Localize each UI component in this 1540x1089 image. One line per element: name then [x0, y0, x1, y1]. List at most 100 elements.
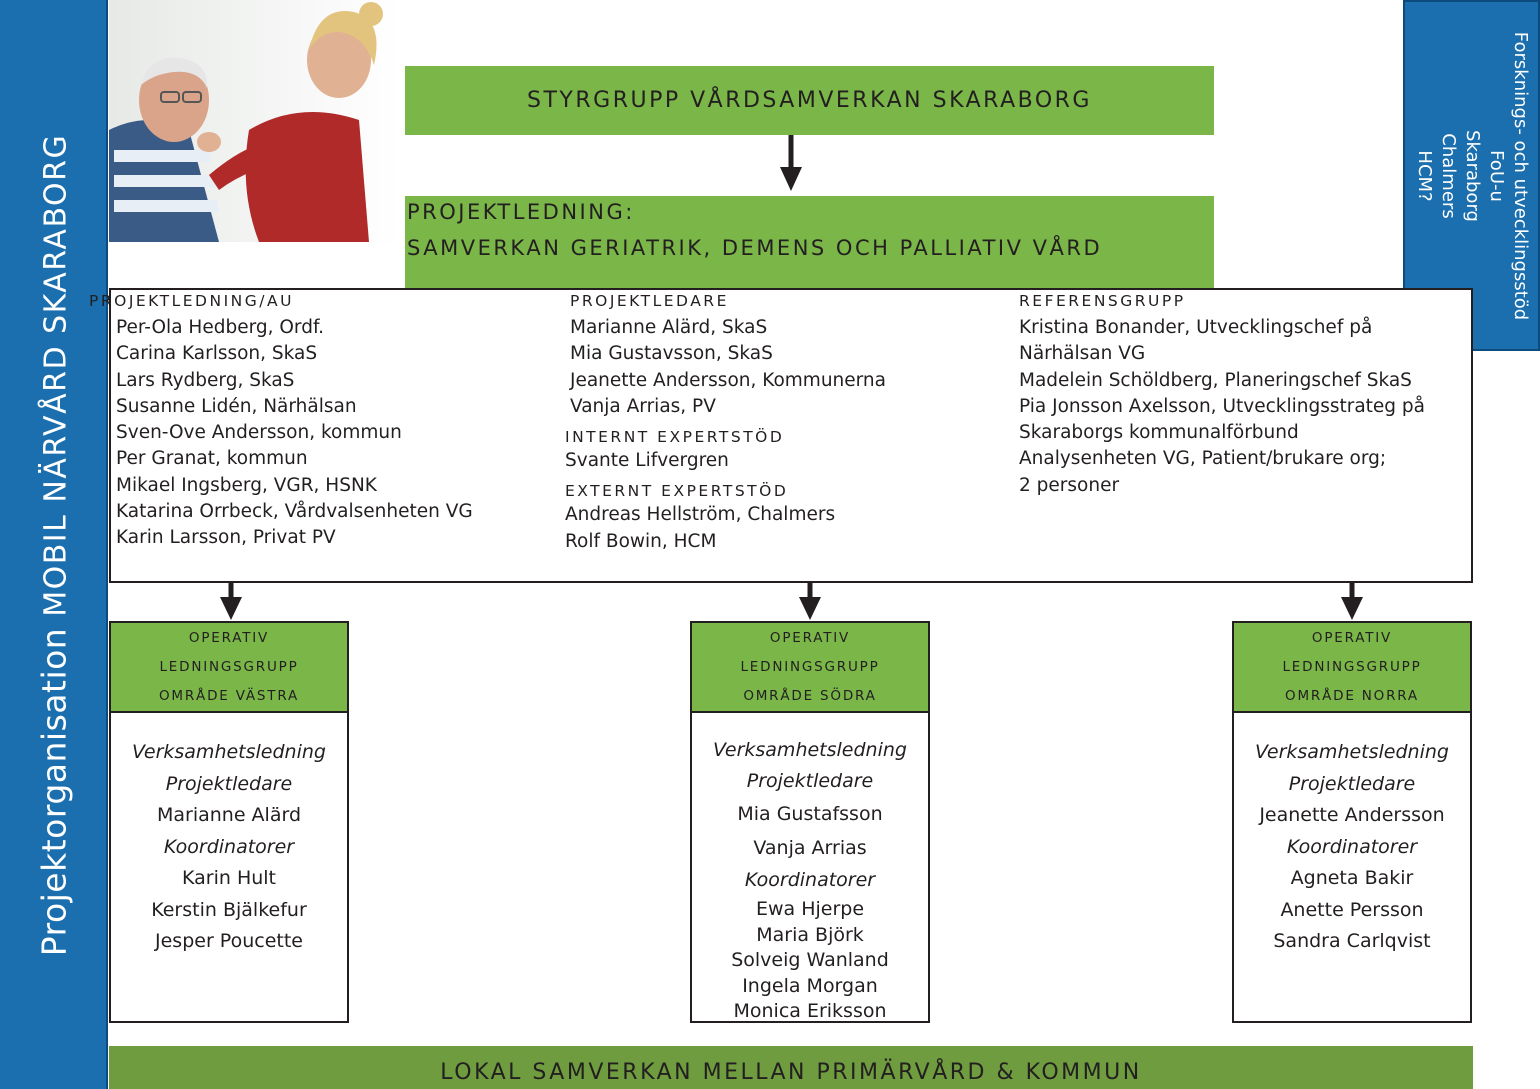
operativ-header-line: LEDNINGSGRUPP: [159, 658, 299, 675]
operativ-header-line: OMRÅDE SÖDRA: [743, 687, 877, 704]
member-item: Lars Rydberg, SkaS: [116, 369, 295, 391]
member-item: Jeanette Andersson, Kommunerna: [570, 369, 886, 391]
operativ-box-norra: OPERATIV LEDNINGSGRUPP OMRÅDE NORRA Verk…: [1232, 621, 1472, 1023]
member-item: Per-Ola Hedberg, Ordf.: [116, 317, 324, 338]
side-title-caps: MOBIL NÄRVÅRD SKARABORG: [38, 133, 74, 617]
projektledning-box: PROJEKTLEDNING: SAMVERKAN GERIATRIK, DEM…: [405, 196, 1214, 288]
person-name: Vanja Arrias: [753, 837, 867, 859]
member-item: Vanja Arrias, PV: [570, 395, 716, 417]
member-item: Skaraborgs kommunalförbund: [1019, 422, 1299, 444]
arrow-down-icon: [799, 583, 821, 620]
member-item: Analysenheten VG, Patient/brukare org;: [1019, 448, 1387, 470]
column-header: PROJEKTLEDARE: [570, 292, 729, 310]
operativ-header-line: LEDNINGSGRUPP: [740, 658, 880, 675]
projektledning-line2: SAMVERKAN GERIATRIK, DEMENS OCH PALLIATI…: [407, 236, 1103, 260]
styrgrupp-label: STYRGRUPP VÅRDSAMVERKAN SKARABORG: [527, 88, 1092, 113]
operativ-header: OPERATIV LEDNINGSGRUPP OMRÅDE NORRA: [1234, 623, 1470, 713]
person-name: Kerstin Bjälkefur: [151, 898, 307, 921]
person-name: Jeanette Andersson: [1259, 804, 1445, 826]
main-box: [109, 288, 1473, 583]
operativ-header-line: OPERATIV: [1311, 629, 1393, 646]
fou-line: Forsknings- och utvecklingsstöd: [1509, 31, 1531, 320]
bottom-band: LOKAL SAMVERKAN MELLAN PRIMÄRVÅRD & KOMM…: [109, 1046, 1473, 1089]
member-list: Kristina Bonander, Utvecklingschef på Nä…: [1019, 315, 1459, 499]
operativ-box-vastra: OPERATIV LEDNINGSGRUPP OMRÅDE VÄSTRA Ver…: [109, 621, 349, 1023]
column-projektledning-au: PROJEKTLEDNING/AU Per-Ola Hedberg, Ordf.…: [89, 290, 529, 552]
fou-line: Chalmers: [1437, 132, 1459, 219]
role-label: Verksamhetsledning: [713, 739, 907, 761]
fou-line: Skaraborg: [1461, 129, 1483, 222]
member-item: Katarina Orrbeck, Vårdvalsenheten VG: [116, 501, 473, 523]
fou-line: FoU-u: [1485, 149, 1507, 202]
side-title-normal: Projektorganisation: [34, 627, 74, 957]
arrow-down-icon: [780, 135, 802, 191]
member-item: Andreas Hellström, Chalmers: [565, 504, 836, 526]
member-item: Susanne Lidén, Närhälsan: [116, 395, 357, 417]
styrgrupp-box: STYRGRUPP VÅRDSAMVERKAN SKARABORG: [405, 66, 1214, 135]
person-name: Maria Björk: [756, 923, 864, 946]
person-name: Sandra Carlqvist: [1273, 930, 1431, 952]
person-name: Anette Persson: [1280, 898, 1424, 921]
role-label: Projektledare: [1288, 772, 1416, 795]
operativ-header-line: LEDNINGSGRUPP: [1282, 658, 1422, 675]
operativ-body: Verksamhetsledning Projektledare Jeanett…: [1234, 713, 1470, 958]
fou-line: HCM?: [1413, 149, 1435, 202]
role-label: Verksamhetsledning: [132, 741, 326, 763]
photo: [109, 0, 400, 242]
member-item: Mia Gustavsson, SkaS: [570, 343, 773, 365]
internt-header: INTERNT EXPERTSTÖD: [565, 428, 785, 447]
side-title: Projektorganisation MOBIL NÄRVÅRD SKARAB…: [35, 134, 74, 956]
member-item: Närhälsan VG: [1019, 343, 1146, 365]
fou-text: Forsknings- och utvecklingsstöd FoU-u Sk…: [1412, 31, 1532, 319]
person-name: Jesper Poucette: [155, 930, 303, 952]
role-label: Koordinatorer: [163, 835, 295, 858]
projektledning-line1: PROJEKTLEDNING:: [407, 200, 635, 224]
member-item: Sven-Ove Andersson, kommun: [116, 422, 402, 444]
member-item: Madelein Schöldberg, Planeringschef SkaS: [1019, 369, 1412, 391]
role-label: Koordinatorer: [744, 869, 876, 891]
member-item: Rolf Bowin, HCM: [565, 530, 717, 552]
person-name: Ingela Morgan: [742, 974, 878, 997]
member-list: Per-Ola Hedberg, Ordf. Carina Karlsson, …: [116, 315, 529, 552]
column-header: REFERENSGRUPP: [1019, 292, 1186, 310]
operativ-header: OPERATIV LEDNINGSGRUPP OMRÅDE VÄSTRA: [111, 623, 347, 713]
role-label: Verksamhetsledning: [1255, 741, 1449, 763]
operativ-header-line: OPERATIV: [769, 629, 851, 646]
member-item: Kristina Bonander, Utvecklingschef på: [1019, 317, 1373, 338]
arrow-down-icon: [1341, 583, 1363, 620]
side-band: Projektorganisation MOBIL NÄRVÅRD SKARAB…: [0, 0, 108, 1089]
member-list: Marianne Alärd, SkaS Mia Gustavsson, Ska…: [570, 315, 985, 420]
operativ-header: OPERATIV LEDNINGSGRUPP OMRÅDE SÖDRA: [692, 623, 928, 713]
column-header: PROJEKTLEDNING/AU: [89, 292, 294, 310]
operativ-body: Verksamhetsledning Projektledare Mia Gus…: [692, 713, 928, 1025]
column-referensgrupp: REFERENSGRUPP Kristina Bonander, Utveckl…: [1019, 290, 1459, 499]
person-name: Karin Hult: [182, 867, 276, 889]
role-label: Projektledare: [165, 772, 293, 795]
role-label: Projektledare: [746, 770, 874, 792]
operativ-header-line: OMRÅDE NORRA: [1285, 687, 1419, 704]
column-projektledare: PROJEKTLEDARE Marianne Alärd, SkaS Mia G…: [565, 290, 985, 555]
arrow-down-icon: [220, 583, 242, 620]
role-label: Koordinatorer: [1286, 835, 1418, 858]
member-item: Karin Larsson, Privat PV: [116, 527, 336, 549]
member-item: Pia Jonsson Axelsson, Utvecklingsstrateg…: [1019, 395, 1426, 417]
operativ-body: Verksamhetsledning Projektledare Mariann…: [111, 713, 347, 958]
member-item: Svante Lifvergren: [565, 450, 729, 472]
operativ-header-line: OPERATIV: [188, 629, 270, 646]
member-item: Carina Karlsson, SkaS: [116, 343, 318, 365]
person-name: Ewa Hjerpe: [755, 898, 865, 920]
bottom-label: LOKAL SAMVERKAN MELLAN PRIMÄRVÅRD & KOMM…: [440, 1060, 1142, 1085]
person-name: Mia Gustafsson: [737, 803, 883, 825]
member-item: Mikael Ingsberg, VGR, HSNK: [116, 474, 377, 496]
person-name: Monica Eriksson: [733, 1000, 887, 1022]
member-item: Marianne Alärd, SkaS: [570, 317, 768, 338]
externt-header: EXTERNT EXPERTSTÖD: [565, 482, 789, 501]
person-name: Solveig Wanland: [731, 949, 889, 971]
photo-illustration: [109, 0, 400, 242]
operativ-box-sodra: OPERATIV LEDNINGSGRUPP OMRÅDE SÖDRA Verk…: [690, 621, 930, 1023]
operativ-header-line: OMRÅDE VÄSTRA: [159, 687, 299, 704]
member-item: Per Granat, kommun: [116, 448, 308, 470]
person-name: Marianne Alärd: [156, 804, 302, 826]
person-name: Agneta Bakir: [1290, 867, 1414, 889]
member-item: 2 personer: [1019, 474, 1120, 496]
